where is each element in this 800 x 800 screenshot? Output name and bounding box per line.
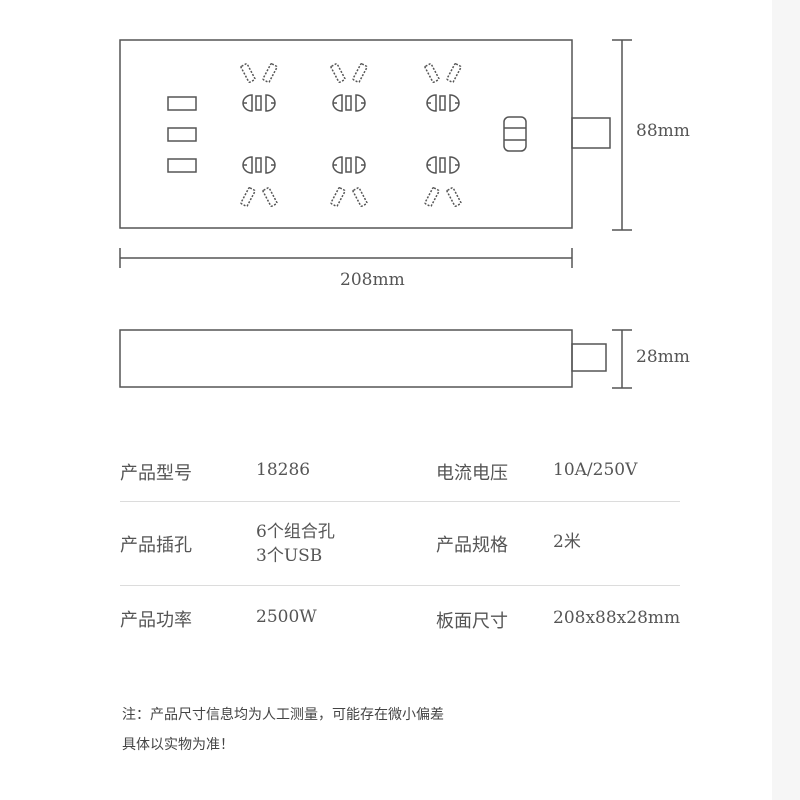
spec-divider [120, 585, 680, 586]
angled-slot [262, 187, 278, 207]
power-switch [503, 116, 527, 152]
spec-label-current-voltage: 电流电压 [436, 463, 508, 484]
angled-slot [446, 187, 462, 207]
cable-stub-top [571, 117, 611, 149]
angled-slot [424, 187, 440, 207]
combination-socket [242, 156, 276, 174]
disclaimer-line-1: 注：产品尺寸信息均为人工测量，可能存在微小偏差 [122, 707, 444, 723]
combination-socket [426, 94, 460, 112]
spec-label-panel-size: 板面尺寸 [436, 611, 508, 632]
spec-value-model: 18286 [256, 460, 311, 480]
spec-value-cord-length: 2米 [553, 532, 581, 552]
spec-label-model: 产品型号 [120, 463, 192, 484]
combination-socket [332, 94, 366, 112]
combination-socket [332, 156, 366, 174]
depth-dimension-label: 88mm [636, 121, 690, 141]
angled-slot [240, 187, 256, 207]
spec-label-power: 产品功率 [120, 610, 192, 631]
angled-slot [446, 63, 462, 83]
cable-stub-side [571, 343, 607, 372]
spec-value-sockets: 6个组合孔 3个USB [256, 522, 335, 566]
usb-port [167, 158, 197, 173]
combination-socket [242, 94, 276, 112]
angled-slot [330, 187, 346, 207]
angled-slot [352, 63, 368, 83]
width-dimension-label: 208mm [340, 270, 405, 290]
spec-divider [120, 501, 680, 502]
spec-label-sockets: 产品插孔 [120, 535, 192, 556]
spec-label-cord-length: 产品规格 [436, 535, 508, 556]
angled-slot [352, 187, 368, 207]
angled-slot [424, 63, 440, 83]
angled-slot [330, 63, 346, 83]
disclaimer-line-2: 具体以实物为准！ [122, 737, 234, 753]
strip-side-view [119, 329, 573, 388]
right-edge-band [772, 0, 800, 800]
angled-slot [262, 63, 278, 83]
combination-socket [426, 156, 460, 174]
spec-value-power: 2500W [256, 607, 317, 627]
usb-port [167, 127, 197, 142]
power-strip-drawing [119, 39, 632, 389]
height-dimension-label: 28mm [636, 347, 690, 367]
usb-port [167, 96, 197, 111]
spec-value-current-voltage: 10A/250V [553, 460, 638, 480]
spec-value-panel-size: 208x88x28mm [553, 608, 681, 628]
angled-slot [240, 63, 256, 83]
